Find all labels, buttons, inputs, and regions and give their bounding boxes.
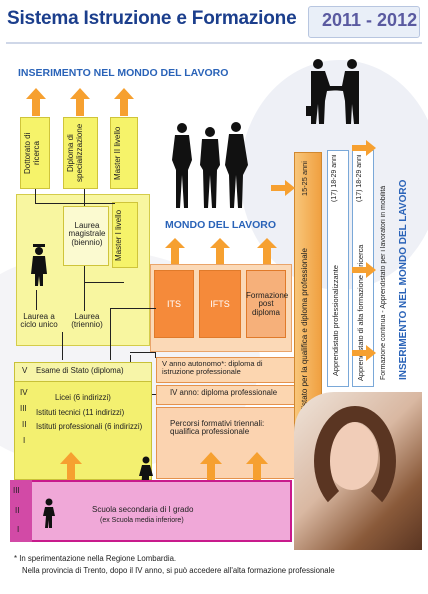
dottorato-box	[20, 117, 50, 189]
apprendistato-prof-bar	[327, 150, 349, 387]
arrow-sec-right-icon	[246, 452, 268, 480]
lower-secondary-sublabel: (ex Scuola media inferiore)	[100, 517, 184, 524]
years-label: 2011 - 2012	[322, 10, 418, 30]
footnote-line2: Nella provincia di Trento, dopo il IV an…	[22, 566, 335, 575]
sec-roman-iii: III	[20, 404, 27, 413]
sec-roman-i: I	[23, 436, 26, 445]
arrow-right-3-icon	[352, 262, 376, 278]
diploma-spec-label: Diploma di specializzazione	[66, 123, 84, 183]
lower-secondary-side	[10, 480, 32, 542]
tecnici-label: Istituti tecnici (11 indirizzi)	[36, 408, 125, 417]
laurea-magistrale-label: Laurea magistrale (biennio)	[68, 221, 106, 247]
ifts-label: IFTS	[210, 299, 230, 309]
arrow-its-icon	[165, 238, 185, 264]
laurea-magistrale-box	[63, 206, 109, 266]
arrow-dottorato-icon	[26, 88, 46, 116]
master1-label: Master I livello	[114, 209, 123, 261]
laurea-triennio-label: Laurea (triennio)	[71, 312, 103, 330]
line-uni-trien	[84, 266, 85, 311]
iv-anno-label: IV anno: diploma professionale	[170, 388, 278, 397]
laurea-ciclo-label: Laurea a ciclo unico	[20, 312, 58, 330]
ifts-box	[199, 270, 241, 338]
student-photo	[294, 392, 422, 550]
page-title: Sistema Istruzione e Formazione	[7, 8, 297, 29]
arrow-right-2-icon	[352, 140, 376, 156]
lower-secondary-block	[10, 480, 292, 542]
arrow-sec-left-icon	[60, 452, 82, 480]
percorsi-label: Percorsi formativi triennali: qualifica …	[170, 419, 265, 437]
lower-roman-ii: II	[15, 506, 20, 515]
mondo-lavoro-label: MONDO DEL LAVORO	[165, 219, 277, 231]
master1-box	[112, 202, 138, 268]
diploma-spec-box	[63, 117, 98, 189]
formazione-post-label: Formazione post diploma	[246, 291, 289, 317]
v-anno-label: V anno autonomo*: diploma di istruzione …	[162, 359, 263, 376]
student-hair-shape	[314, 406, 396, 516]
v-anno-box	[156, 357, 296, 383]
licei-label: Licei (6 indirizzi)	[55, 393, 111, 402]
handshake-icon	[300, 56, 370, 126]
its-box	[154, 270, 194, 338]
line-uni-mid	[84, 189, 85, 206]
line-uni-ciclo	[36, 290, 37, 310]
arrow-master2-icon	[114, 88, 134, 116]
apprendistato-prof-age: (17) 18-29 anni	[331, 154, 338, 202]
arrow-post-icon	[257, 238, 277, 264]
top-banner: INSERIMENTO NEL MONDO DEL LAVORO	[18, 67, 229, 79]
arrow-right-4-icon	[352, 345, 376, 361]
arrow-diploma-spec-icon	[70, 88, 90, 116]
line-voc-d	[130, 352, 156, 353]
sec-roman-v: V	[22, 366, 28, 375]
formazione-post-box	[246, 270, 286, 338]
lower-roman-iii: III	[13, 486, 20, 495]
graduate-icon	[30, 244, 48, 286]
esame-bar	[14, 362, 152, 382]
line-uni-m1	[84, 282, 124, 283]
dottorato-label: Dottorato di ricerca	[23, 132, 41, 174]
line-voc-a	[110, 308, 111, 360]
apprendistato-prof-label: Apprendistato professionalizzante	[331, 265, 340, 376]
line-uni-base	[62, 332, 63, 360]
people-silhouettes-icon	[168, 120, 258, 210]
apprendistato-qualifica-age: 15-25 anni	[300, 161, 309, 196]
line-uni-h	[35, 203, 115, 204]
sec-roman-ii: II	[22, 420, 27, 429]
master2-label: Master II livello	[113, 126, 122, 180]
arrow-sec-mid-icon	[200, 452, 222, 480]
line-voc-e	[155, 352, 156, 358]
lower-secondary-label: Scuola secondaria di I grado	[92, 505, 194, 514]
professionali-label: Istituti professionali (6 indirizzi)	[36, 422, 143, 431]
line-voc-b	[110, 308, 156, 309]
arrow-right-1-icon	[271, 180, 295, 196]
footnote-line1: * In sperimentazione nella Regione Lomba…	[14, 554, 177, 563]
lower-roman-i: I	[17, 525, 20, 534]
percorsi-box	[156, 407, 296, 479]
line-uni-top	[35, 189, 36, 203]
header-divider	[6, 42, 422, 44]
esame-label: Esame di Stato (diploma)	[36, 366, 124, 375]
master2-box	[110, 117, 138, 189]
sec-roman-iv: IV	[20, 388, 28, 397]
child-icon	[42, 498, 56, 528]
right-vertical-banner: INSERIMENTO NEL MONDO DEL LAVORO	[398, 179, 409, 380]
years-badge	[308, 6, 420, 38]
apprendistato-alta-age: (17) 18-29 anni	[356, 154, 363, 202]
formazione-continua-label: Formazione continua - Apprendistato per …	[380, 185, 387, 380]
arrow-ifts-icon	[210, 238, 230, 264]
its-label: ITS	[166, 299, 181, 309]
